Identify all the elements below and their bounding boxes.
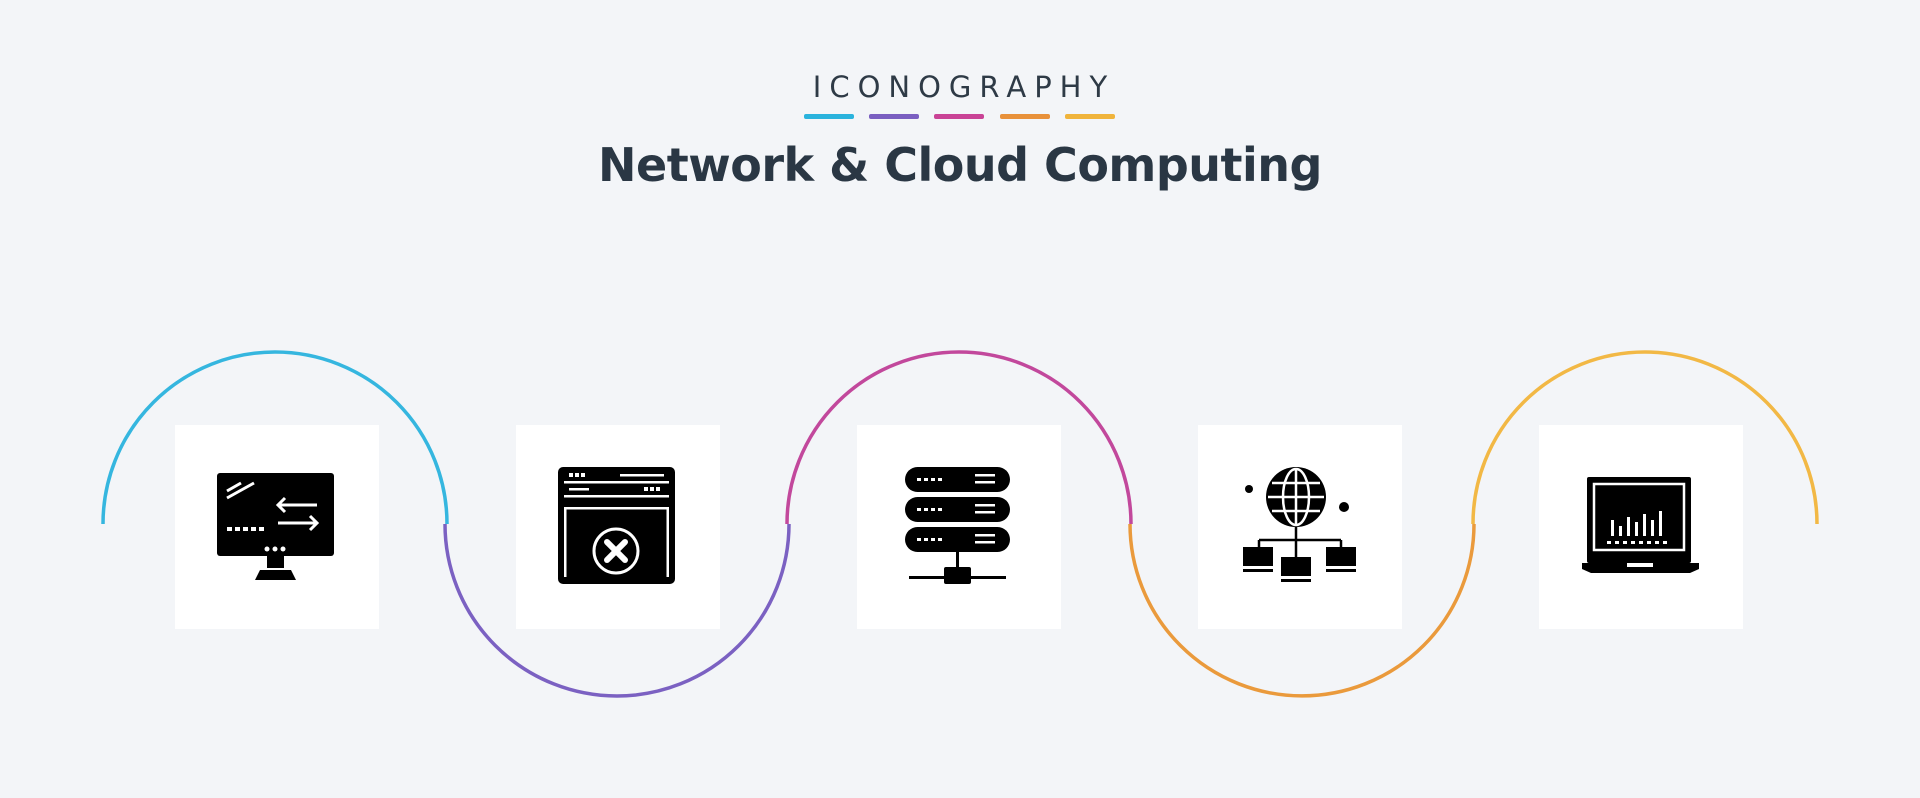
- wave-segment-1: [101, 350, 449, 525]
- global-network-icon: [1243, 467, 1356, 582]
- laptop-analytics-icon: [1582, 477, 1699, 573]
- wave-segment-2: [443, 523, 791, 698]
- wave-segment-5: [1471, 350, 1819, 525]
- monitor-transfer-icon: [217, 473, 334, 580]
- swatch-yellow: [1065, 114, 1115, 119]
- icon-tile-1: [175, 425, 379, 629]
- swatch-blue: [804, 114, 854, 119]
- color-swatches: [804, 114, 1116, 120]
- icon-tile-2: [516, 425, 720, 629]
- icon-tile-5: [1539, 425, 1743, 629]
- icon-tile-4: [1198, 425, 1402, 629]
- wave-segment-4: [1128, 523, 1476, 698]
- page-title: Network & Cloud Computing: [598, 138, 1322, 192]
- icon-tile-3: [857, 425, 1061, 629]
- swatch-orange: [1000, 114, 1050, 119]
- swatch-purple: [869, 114, 919, 119]
- header: ICONOGRAPHY Network & Cloud Computing: [0, 0, 1920, 210]
- server-network-icon: [905, 467, 1010, 584]
- wave-segment-3: [785, 350, 1133, 525]
- browser-error-icon: [558, 467, 675, 584]
- swatch-magenta: [934, 114, 984, 119]
- eyebrow-label: ICONOGRAPHY: [812, 70, 1116, 104]
